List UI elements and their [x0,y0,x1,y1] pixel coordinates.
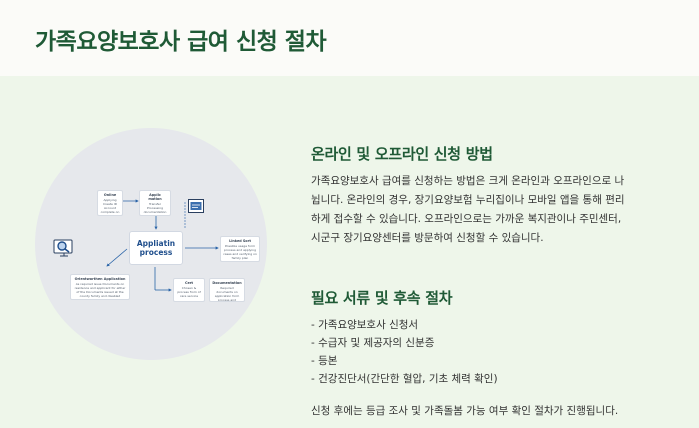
application-methods-line-1: 가족요양보호사 급여를 신청하는 방법은 크게 온라인과 오프라인으로 나 [311,175,625,187]
follow-up-note: 신청 후에는 등급 조사 및 가족돌봄 가능 여부 확인 절차가 진행됩니다. [311,405,619,417]
section-title-required-documents: 필요 서류 및 후속 절차 [311,289,453,307]
list-item: - 수급자 및 제공자의 신분증 [311,337,435,349]
diagram-center-node: Appliatin process [129,231,183,265]
application-methods-line-2: 뉩니다. 온라인의 경우, 장기요양보험 누리집이나 모바일 앱을 통해 편리 [311,194,625,206]
required-documents-list: - 가족요양보호사 신청서 - 수급자 및 제공자의 신분증 - 등본 - 건강… [311,316,498,388]
connector [106,248,128,267]
page-title: 가족요양보호사 급여 신청 절차 [35,29,327,55]
document-window-icon [188,199,204,213]
list-item: - 가족요양보호사 신청서 [311,319,419,331]
list-item: - 건강진단서(간단한 혈압, 기초 체력 확인) [311,373,498,385]
section-title-application-methods: 온라인 및 오프라인 신청 방법 [311,145,493,163]
application-methods-line-3: 하게 접수할 수 있습니다. 오프라인으로는 가까운 복지관이나 주민센터, [311,213,622,225]
page-header: 가족요양보호사 급여 신청 절차 [0,0,699,76]
list-item: - 등본 [311,355,338,367]
magnifier-monitor-icon [53,239,73,257]
application-methods-line-4: 시군구 장기요양센터를 방문하여 신청할 수 있습니다. [311,232,544,244]
